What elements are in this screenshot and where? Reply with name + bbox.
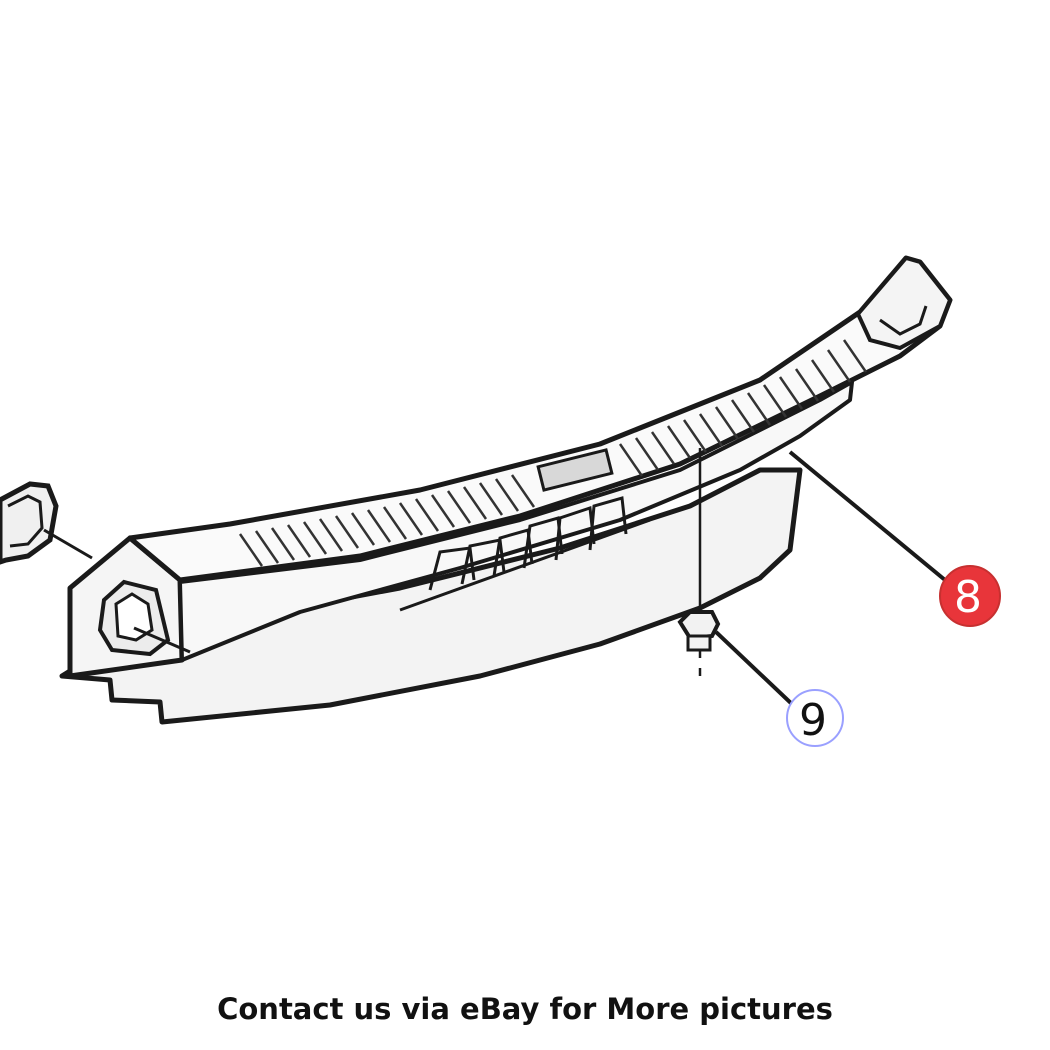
callout-9-circle xyxy=(786,689,844,747)
left-clip xyxy=(0,481,93,565)
trim-panel xyxy=(59,255,953,725)
callout-8-number: 8 xyxy=(954,572,982,623)
hook-brackets xyxy=(399,496,651,612)
callout-9: 9 xyxy=(786,689,844,747)
step-ribs xyxy=(238,339,868,567)
callout-8-circle xyxy=(939,565,1001,627)
callout-8: 8 xyxy=(939,565,1001,627)
callout-9-number: 9 xyxy=(799,695,827,746)
caption: Contact us via eBay for More pictures xyxy=(217,992,833,1026)
leader-line-9 xyxy=(714,630,796,708)
fastener xyxy=(677,448,721,685)
leader-line-8 xyxy=(788,450,947,582)
